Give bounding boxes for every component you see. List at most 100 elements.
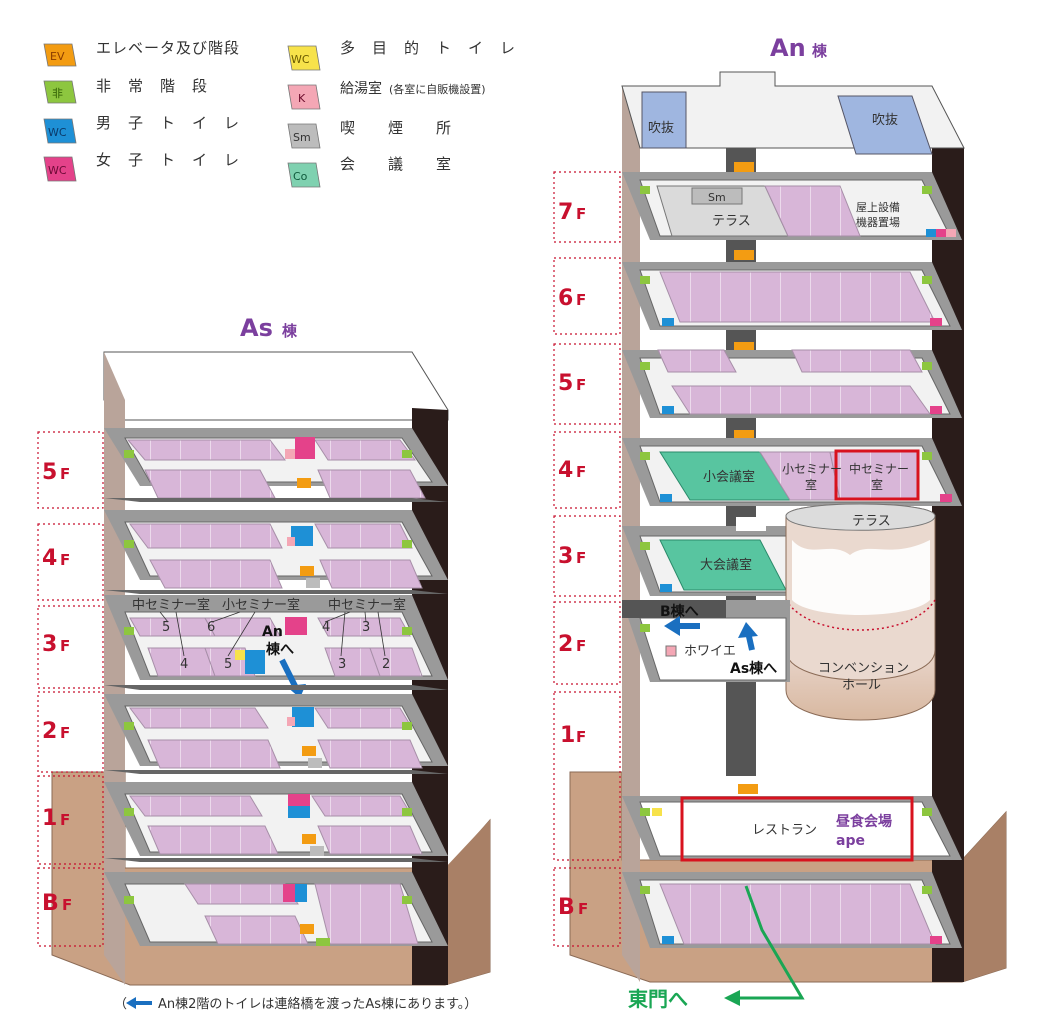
floor-suffix: F	[576, 728, 586, 746]
legend-code: WC	[48, 126, 67, 139]
as-floor-1f	[104, 782, 448, 862]
as-floor-label-b: B	[42, 891, 59, 916]
room-number: 6	[207, 620, 215, 635]
an-floor-5f	[622, 349, 962, 440]
an-1f-restaurant: レストラン	[752, 823, 817, 838]
legend-item-kitchen: K 給湯室 (各室に自販機設置)	[287, 80, 486, 110]
as-floor-label-4: 4	[42, 546, 57, 571]
an-floor-label-7: 7	[558, 200, 573, 225]
an-floor-1f: レストラン 昼食会場 ape	[622, 784, 962, 884]
room-number: 2	[382, 657, 390, 672]
an-floor-2f: B棟へ ホワイエ As棟へ	[622, 600, 790, 682]
east-gate-label: 東門へ	[628, 987, 688, 1011]
as-3f-small-seminar: 小セミナー室	[222, 597, 300, 613]
as-building: As 棟	[37, 314, 491, 986]
an-7f-smoking: Sm	[708, 191, 726, 204]
an-4f-small-conference: 小会議室	[703, 469, 755, 485]
footnote: （ An棟2階のトイレは連絡橋を渡ったAs棟にあります。）	[114, 996, 477, 1012]
highlight-lunch-venue	[680, 796, 914, 862]
an-floor-label-6: 6	[558, 286, 573, 311]
legend-item-ev: EV エレベータ及び階段	[43, 39, 239, 67]
floor-suffix: F	[60, 551, 70, 569]
as-floor-2f	[104, 694, 448, 774]
hall-label-line1: コンベンション	[818, 661, 909, 676]
an-floor-7f: Sm テラス 屋上設備 機器置場	[622, 172, 962, 260]
as-floor-labels: 5 F 4 F 3 F 2 F 1 F B F	[37, 431, 104, 947]
legend-label: 非 常 階 段	[96, 77, 208, 95]
floor-suffix: F	[576, 637, 586, 655]
hall-label-line2: ホール	[842, 678, 881, 693]
an-3f-terrace: テラス	[852, 514, 891, 529]
legend-item-multi-wc: WC 多 目 的 ト イ レ	[287, 39, 516, 71]
an-floor-label-5: 5	[558, 371, 573, 396]
floor-suffix: F	[62, 896, 72, 914]
an-floor-label-b: B	[558, 895, 575, 920]
an-floor-label-2: 2	[558, 632, 573, 657]
arrow-left-icon	[724, 990, 740, 1006]
legend-item-womens-wc: WC 女 子 ト イ レ	[43, 151, 240, 182]
an-2f-to-b-building: B棟へ	[660, 603, 699, 620]
as-floor-4f	[104, 510, 448, 594]
as-floor-label-3: 3	[42, 632, 57, 657]
an-fukinuke-right: 吹抜	[872, 112, 898, 128]
legend-code: WC	[48, 164, 67, 177]
an-floor-4f: 小会議室 小セミナー 室 中セミナー 室	[622, 438, 962, 506]
an-floor-label-4: 4	[558, 458, 573, 483]
floor-suffix: F	[576, 376, 586, 394]
east-gate-route: 東門へ	[628, 885, 805, 1011]
legend-label: 多 目 的 ト イ レ	[340, 39, 516, 57]
legend-item-conference: Co 会 議 室	[287, 155, 452, 188]
an-4f-small-seminar-line1: 小セミナー	[782, 462, 842, 476]
highlight-mid-seminar-room	[834, 449, 920, 501]
legend-code: 非	[52, 87, 63, 100]
an-2f-to-as-building: As棟へ	[730, 660, 777, 677]
footnote-open: （	[114, 997, 127, 1012]
as-floor-5f	[104, 428, 448, 502]
room-number: 3	[338, 657, 346, 672]
as-3f-mid-seminar-right: 中セミナー室	[328, 597, 406, 613]
room-number: 4	[322, 620, 330, 635]
room-number: 3	[362, 620, 370, 635]
arrow-left-icon	[664, 616, 680, 636]
as-floor-label-1: 1	[42, 806, 57, 831]
legend-sublabel: (各室に自販機設置)	[389, 82, 486, 96]
legend-item-emergency: 非 非 常 階 段	[43, 77, 208, 104]
legend-label: 給湯室	[340, 80, 382, 97]
legend-code: WC	[291, 53, 310, 66]
an-floor-labels: 7 F 6 F 5 F 4 F 3 F 2 F 1 F B F	[553, 171, 621, 947]
an-floor-bf	[622, 872, 962, 948]
legend-code: Sm	[293, 131, 311, 144]
an-4f-mid-seminar-line2: 室	[871, 477, 883, 492]
arrow-up-icon	[738, 622, 758, 638]
an-1f-lunch-venue: 昼食会場	[836, 813, 892, 830]
an-1f-ape: ape	[836, 833, 865, 849]
floor-suffix: F	[60, 465, 70, 483]
an-2f-foyer: ホワイエ	[684, 644, 736, 659]
legend-label: 会 議 室	[340, 155, 452, 173]
legend-label: 男 子 ト イ レ	[96, 114, 240, 132]
as-floor-bf	[104, 872, 448, 946]
an-7f-equipment-line1: 屋上設備	[856, 200, 900, 214]
convention-hall: テラス コンベンション ホール	[785, 503, 936, 721]
an-building-title: An	[770, 34, 806, 62]
legend-code: EV	[50, 50, 65, 63]
footnote-text: An棟2階のトイレは連絡橋を渡ったAs棟にあります。）	[158, 996, 477, 1012]
room-number: 5	[162, 620, 170, 635]
as-to-an-link-line1: An	[262, 624, 283, 640]
room-number: 4	[180, 657, 188, 672]
an-4f-small-seminar-line2: 室	[805, 477, 817, 492]
an-4f-mid-seminar-line1: 中セミナー	[849, 461, 909, 476]
legend-label: 女 子 ト イ レ	[96, 151, 240, 169]
legend-item-smoking: Sm 喫 煙 所	[287, 119, 451, 149]
an-7f-terrace: テラス	[712, 214, 751, 229]
floor-suffix: F	[60, 811, 70, 829]
floor-suffix: F	[578, 900, 588, 918]
floor-suffix: F	[576, 549, 586, 567]
as-floor-label-2: 2	[42, 719, 57, 744]
as-3f-mid-seminar-left: 中セミナー室	[132, 597, 210, 613]
arrow-left-icon	[126, 997, 136, 1009]
floor-suffix: F	[60, 724, 70, 742]
an-building-title-suffix: 棟	[812, 42, 828, 60]
floor-suffix: F	[576, 291, 586, 309]
